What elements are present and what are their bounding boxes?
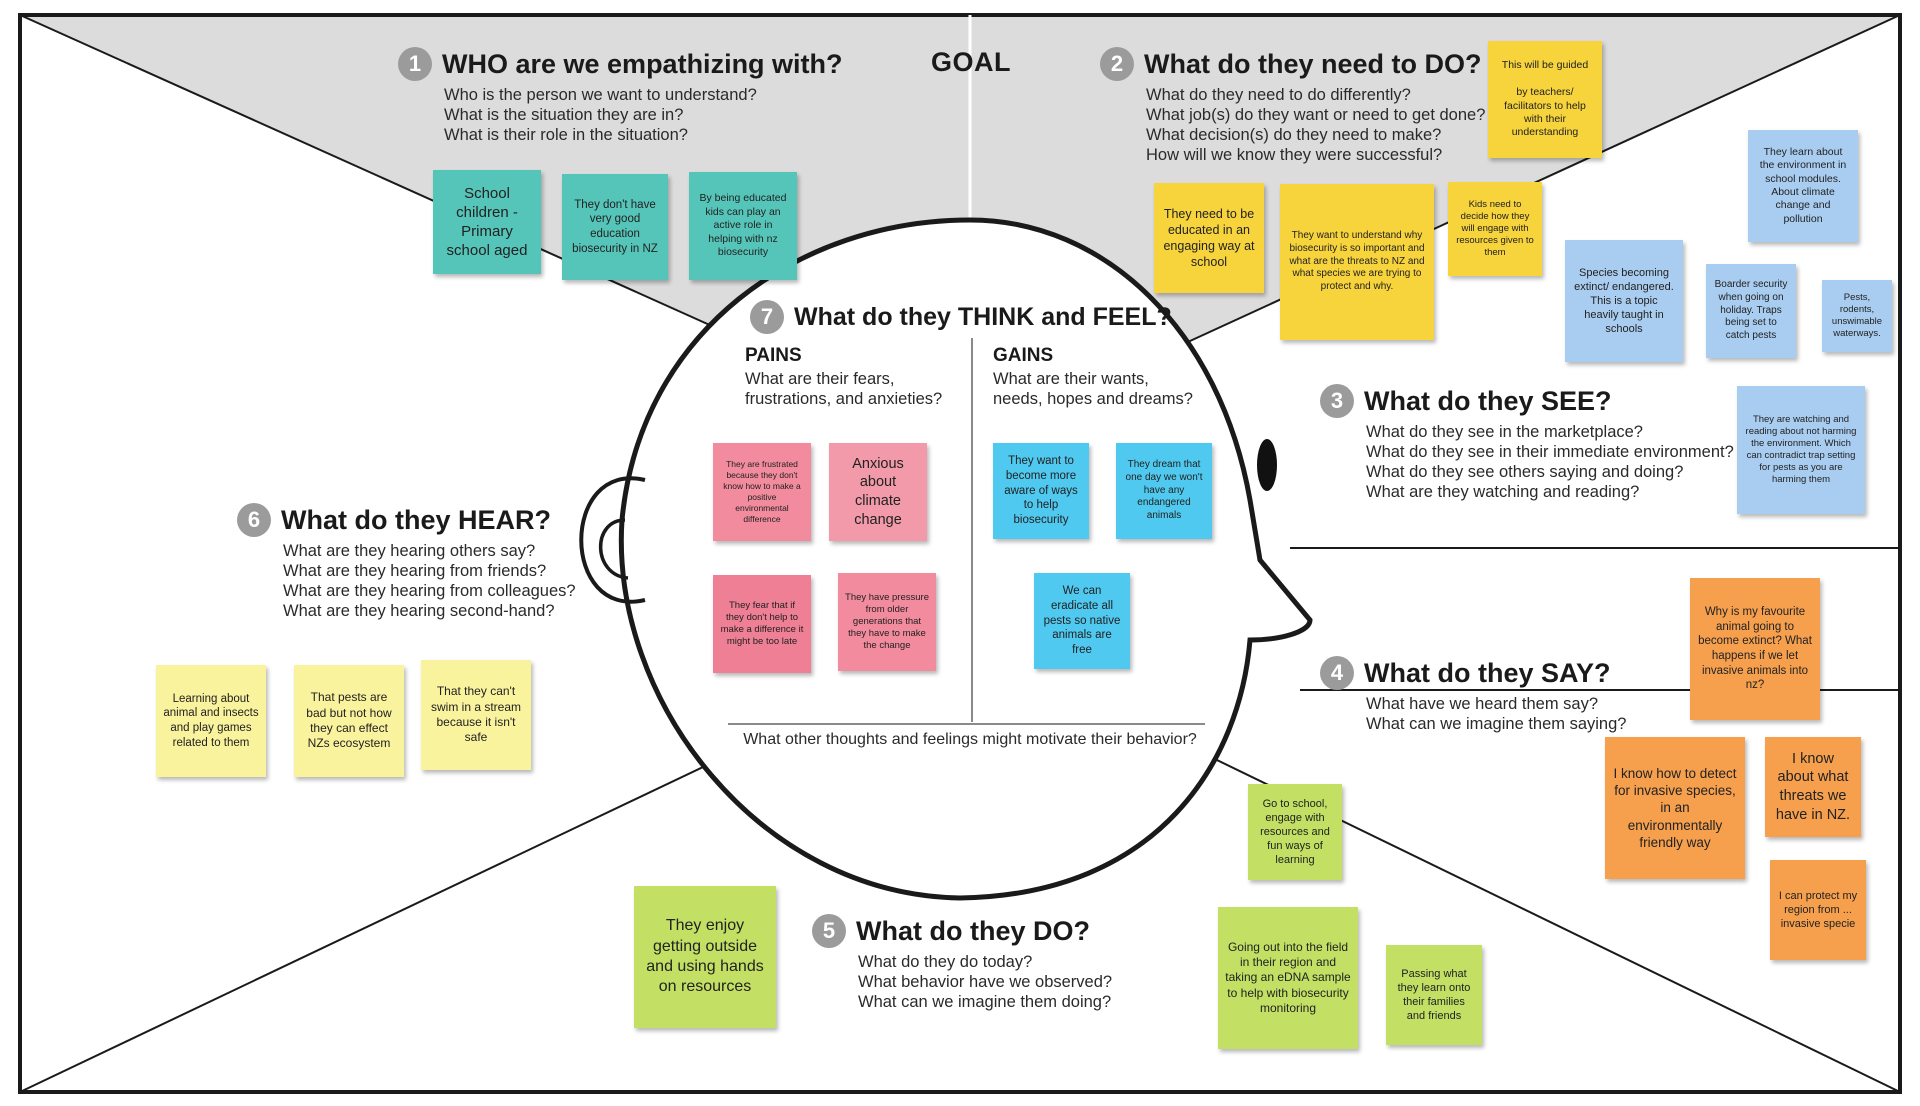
question: How will we know they were successful? bbox=[1146, 146, 1443, 164]
sticky-note[interactable]: They fear that if they don't help to mak… bbox=[713, 575, 811, 673]
question: What are they hearing from friends? bbox=[283, 562, 547, 580]
section-title-who: WHO are we empathizing with? bbox=[442, 48, 843, 79]
section-see: 3 What do they SEE? What do they see in … bbox=[1320, 384, 1734, 502]
sticky-note[interactable]: They dream that one day we won't have an… bbox=[1116, 443, 1212, 539]
question: What is their role in the situation? bbox=[444, 126, 688, 144]
question: What do they see others saying and doing… bbox=[1366, 463, 1684, 481]
section-number-1: 1 bbox=[398, 47, 432, 81]
board-border bbox=[18, 13, 1902, 1094]
question: Who is the person we want to understand? bbox=[444, 86, 757, 104]
section-do: 5 What do they DO? What do they do today… bbox=[812, 914, 1112, 1012]
sticky-note[interactable]: We can eradicate all pests so native ani… bbox=[1034, 573, 1130, 669]
question: What are they hearing from colleagues? bbox=[283, 582, 576, 600]
section-number-3: 3 bbox=[1320, 384, 1354, 418]
sticky-note[interactable]: That they can't swim in a stream because… bbox=[421, 660, 531, 770]
question: What are they hearing others say? bbox=[283, 542, 536, 560]
sticky-note[interactable]: They learn about the environment in scho… bbox=[1748, 130, 1858, 242]
question: What do they need to do differently? bbox=[1146, 86, 1411, 104]
sticky-note[interactable]: Species becoming extinct/ endangered. Th… bbox=[1565, 240, 1683, 362]
section-think-feel: 7 What do they THINK and FEEL? bbox=[750, 300, 1172, 334]
section-title-say: What do they SAY? bbox=[1364, 657, 1611, 688]
sticky-note[interactable]: Learning about animal and insects and pl… bbox=[156, 665, 266, 777]
goal-label: GOAL bbox=[931, 47, 1011, 77]
section-hear: 6 What do they HEAR? What are they heari… bbox=[237, 503, 576, 621]
question: What are they hearing second-hand? bbox=[283, 602, 555, 620]
question: What job(s) do they want or need to get … bbox=[1146, 106, 1486, 124]
sticky-note[interactable]: They need to be educated in an engaging … bbox=[1154, 183, 1264, 293]
section-do-need: 2 What do they need to DO? What do they … bbox=[1100, 47, 1485, 165]
question: What is the situation they are in? bbox=[444, 106, 684, 124]
question: What are their fears, bbox=[745, 370, 895, 388]
section-number-5: 5 bbox=[812, 914, 846, 948]
question: What do they see in the marketplace? bbox=[1366, 423, 1643, 441]
ear-icon bbox=[579, 476, 646, 604]
sticky-note[interactable]: They don't have very good education bios… bbox=[562, 174, 668, 280]
sticky-note[interactable]: By being educated kids can play an activ… bbox=[689, 172, 797, 280]
sticky-note[interactable]: Pests, rodents, unswimable waterways. bbox=[1822, 280, 1892, 352]
section-title-see: What do they SEE? bbox=[1364, 385, 1612, 416]
sticky-note[interactable]: They enjoy getting outside and using han… bbox=[634, 886, 776, 1028]
question: What do they see in their immediate envi… bbox=[1366, 443, 1734, 461]
sticky-note[interactable]: I can protect my region from ... invasiv… bbox=[1770, 860, 1866, 960]
sticky-note[interactable]: I know how to detect for invasive specie… bbox=[1605, 737, 1745, 879]
gains-header: GAINS What are their wants, needs, hopes… bbox=[993, 345, 1193, 409]
question: What can we imagine them saying? bbox=[1366, 715, 1627, 733]
question: What behavior have we observed? bbox=[858, 973, 1113, 991]
ear-inner-icon bbox=[598, 518, 629, 580]
section-title-hear: What do they HEAR? bbox=[281, 504, 551, 535]
question: What have we heard them say? bbox=[1366, 695, 1599, 713]
sticky-note[interactable]: Going out into the field in their region… bbox=[1218, 907, 1358, 1049]
section-title-think-feel: What do they THINK and FEEL? bbox=[794, 302, 1172, 331]
pains-title: PAINS bbox=[745, 345, 802, 366]
section-number-4: 4 bbox=[1320, 656, 1354, 690]
gains-title: GAINS bbox=[993, 345, 1054, 366]
sticky-note[interactable]: They are frustrated because they don't k… bbox=[713, 443, 811, 541]
sticky-note[interactable]: School children - Primary school aged bbox=[433, 170, 541, 274]
head-outline bbox=[618, 217, 1313, 901]
think-feel-bottom-question: What other thoughts and feelings might m… bbox=[743, 731, 1197, 748]
section-title-do: What do they DO? bbox=[856, 915, 1090, 946]
section-who: 1 WHO are we empathizing with? Who is th… bbox=[398, 47, 843, 145]
section-number-7: 7 bbox=[750, 300, 784, 334]
sticky-note[interactable]: They want to become more aware of ways t… bbox=[993, 443, 1089, 539]
pains-header: PAINS What are their fears, frustrations… bbox=[745, 345, 942, 409]
question: frustrations, and anxieties? bbox=[745, 390, 943, 408]
question: What decision(s) do they need to make? bbox=[1146, 126, 1442, 144]
question: What are they watching and reading? bbox=[1366, 483, 1640, 501]
question: What do they do today? bbox=[858, 953, 1033, 971]
sticky-note[interactable]: They want to understand why biosecurity … bbox=[1280, 184, 1434, 340]
section-number-2: 2 bbox=[1100, 47, 1134, 81]
sticky-note[interactable]: That pests are bad but not how they can … bbox=[294, 665, 404, 777]
sticky-note[interactable]: Anxious about climate change bbox=[829, 443, 927, 541]
section-say: 4 What do they SAY? What have we heard t… bbox=[1320, 656, 1626, 734]
sticky-note[interactable]: Passing what they learn onto their famil… bbox=[1386, 945, 1482, 1045]
question: What are their wants, bbox=[993, 370, 1149, 388]
sticky-note[interactable]: Why is my favourite animal going to beco… bbox=[1690, 578, 1820, 720]
question: What can we imagine them doing? bbox=[858, 993, 1112, 1011]
sticky-note[interactable]: Boarder security when going on holiday. … bbox=[1706, 264, 1796, 358]
sticky-note[interactable]: I know about what threats we have in NZ. bbox=[1765, 737, 1861, 837]
sticky-note[interactable]: This will be guided by teachers/ facilit… bbox=[1488, 41, 1602, 158]
question: needs, hopes and dreams? bbox=[993, 390, 1193, 408]
sticky-note[interactable]: They are watching and reading about not … bbox=[1737, 386, 1865, 514]
section-number-6: 6 bbox=[237, 503, 271, 537]
sticky-note[interactable]: They have pressure from older generation… bbox=[838, 573, 936, 671]
sticky-note[interactable]: Kids need to decide how they will engage… bbox=[1448, 182, 1542, 276]
eye-icon bbox=[1257, 439, 1277, 491]
sticky-note[interactable]: Go to school, engage with resources and … bbox=[1248, 784, 1342, 880]
section-title-do-need: What do they need to DO? bbox=[1144, 48, 1482, 79]
